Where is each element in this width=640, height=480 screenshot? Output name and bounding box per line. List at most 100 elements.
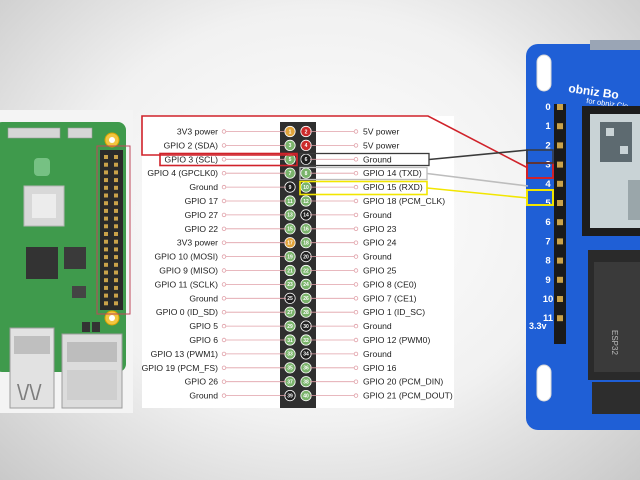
pin-number: 21 bbox=[287, 268, 293, 274]
right-pin-label: GPIO 14 (TXD) bbox=[363, 168, 422, 178]
pin-leader-dot bbox=[221, 268, 227, 273]
pi-pin bbox=[114, 155, 118, 159]
obniz-io-pin bbox=[557, 200, 563, 206]
pin-leader-dot bbox=[353, 226, 359, 231]
pin-leader-dot bbox=[353, 323, 359, 329]
pin-number: 18 bbox=[303, 241, 309, 247]
pin-number: 16 bbox=[303, 227, 309, 233]
pin-number: 8 bbox=[305, 171, 308, 177]
pi-pin bbox=[104, 262, 108, 267]
left-pin-label: GPIO 6 bbox=[189, 335, 218, 345]
left-pin-label: GPIO 9 (MISO) bbox=[159, 266, 218, 276]
obniz-io-number: 9 bbox=[545, 275, 550, 286]
pin-leader-dot bbox=[221, 226, 227, 231]
pi-pin bbox=[114, 285, 118, 290]
pin-number: 24 bbox=[303, 282, 309, 288]
right-pin-label: GPIO 15 (RXD) bbox=[363, 182, 423, 192]
pi-pin bbox=[104, 208, 108, 213]
obniz-io-number: 0 bbox=[545, 102, 550, 113]
ground-highlight-obniz bbox=[526, 149, 554, 164]
left-pin-label: Ground bbox=[189, 391, 218, 401]
pi-pin bbox=[114, 170, 118, 175]
obniz-io-number: 11 bbox=[543, 313, 554, 324]
pi-pin bbox=[114, 201, 118, 206]
pin-leader-dot bbox=[353, 157, 359, 162]
pin-number: 17 bbox=[287, 241, 293, 247]
obniz-io-number: 2 bbox=[545, 140, 550, 151]
right-pin-label: GPIO 12 (PWM0) bbox=[363, 335, 430, 345]
raspberry-pi-board: \/\/ bbox=[0, 110, 133, 413]
obniz-io-number: 5 bbox=[545, 198, 551, 209]
pin-leader-dot bbox=[353, 310, 359, 315]
pin-leader-dot bbox=[221, 379, 227, 384]
pin-leader-dot bbox=[221, 296, 227, 301]
obniz-io-pin bbox=[557, 180, 563, 187]
pin-number: 32 bbox=[303, 338, 309, 344]
pin-number: 6 bbox=[305, 157, 308, 163]
pin-number: 1 bbox=[289, 129, 292, 135]
pin-leader-dot bbox=[221, 170, 227, 176]
pin-number: 35 bbox=[287, 366, 293, 372]
pin-number: 31 bbox=[287, 338, 293, 344]
pin-leader-dot bbox=[353, 198, 359, 204]
pin-number: 12 bbox=[303, 199, 309, 205]
obniz-io-pin bbox=[557, 123, 563, 130]
left-pin-label: 3V3 power bbox=[177, 127, 218, 137]
pi-pin bbox=[104, 162, 108, 167]
pi-pin bbox=[114, 232, 118, 236]
right-pin-label: GPIO 23 bbox=[363, 224, 397, 234]
obniz-io-pin bbox=[557, 257, 563, 264]
obniz-io-pin bbox=[557, 142, 563, 149]
left-pin-label: GPIO 26 bbox=[185, 377, 219, 387]
pin-number: 2 bbox=[305, 129, 308, 135]
right-pin-label: Ground bbox=[363, 210, 392, 220]
pin-number: 22 bbox=[303, 268, 309, 274]
pin-leader-dot bbox=[353, 170, 359, 176]
pin-leader-dot bbox=[221, 282, 227, 287]
pin-number: 29 bbox=[287, 324, 293, 330]
txd-wire bbox=[426, 172, 529, 187]
pin-leader-dot bbox=[221, 143, 227, 148]
pin-number: 14 bbox=[303, 213, 309, 219]
pin-number: 28 bbox=[303, 310, 309, 316]
pin-number: 30 bbox=[303, 324, 309, 330]
right-pin-label: GPIO 1 (ID_SC) bbox=[363, 307, 425, 317]
pi-pin bbox=[104, 232, 108, 236]
pi-pin bbox=[104, 155, 108, 159]
pi-pin bbox=[104, 178, 108, 183]
obniz-io-number: 7 bbox=[545, 236, 550, 247]
pin-number: 33 bbox=[287, 352, 293, 358]
ground-wire bbox=[428, 149, 529, 161]
voltage-label: 3.3v bbox=[529, 321, 547, 331]
rxd-highlight-obniz bbox=[526, 189, 554, 206]
obniz-io-number: 4 bbox=[545, 179, 551, 190]
pi-pin bbox=[104, 247, 108, 252]
pin-number: 13 bbox=[287, 213, 293, 219]
pi-pin bbox=[114, 255, 118, 260]
left-pin-label: Ground bbox=[189, 182, 218, 192]
pin-leader-dot bbox=[353, 351, 359, 357]
pi-pin bbox=[114, 301, 118, 306]
right-pin-label: GPIO 25 bbox=[363, 266, 397, 276]
obniz-io-number: 1 bbox=[545, 121, 551, 132]
pin-leader-dot bbox=[221, 184, 227, 190]
obniz-io-number: 10 bbox=[543, 294, 554, 305]
right-pin-label: Ground bbox=[363, 154, 392, 164]
left-pin-label: GPIO 22 bbox=[185, 224, 219, 234]
pin-number: 38 bbox=[303, 380, 309, 386]
left-pin-label: GPIO 0 (ID_SD) bbox=[156, 307, 218, 317]
pin-number: 25 bbox=[287, 296, 293, 302]
obniz-io-pin bbox=[557, 315, 563, 322]
pi-header-outline bbox=[96, 145, 131, 315]
pin-number: 5 bbox=[289, 157, 292, 163]
pin-number: 26 bbox=[303, 296, 309, 302]
right-pin-label: 5V power bbox=[363, 140, 399, 150]
obniz-io-pin bbox=[557, 296, 563, 302]
pi-pin bbox=[104, 293, 108, 298]
ram-chip bbox=[26, 247, 58, 279]
esp32-chip-text: ESP32 bbox=[610, 330, 619, 355]
pi-gpio-header bbox=[100, 150, 123, 310]
obniz-io-pin bbox=[557, 219, 563, 226]
pin-number: 19 bbox=[287, 254, 293, 260]
obniz-io-pin bbox=[557, 161, 563, 168]
